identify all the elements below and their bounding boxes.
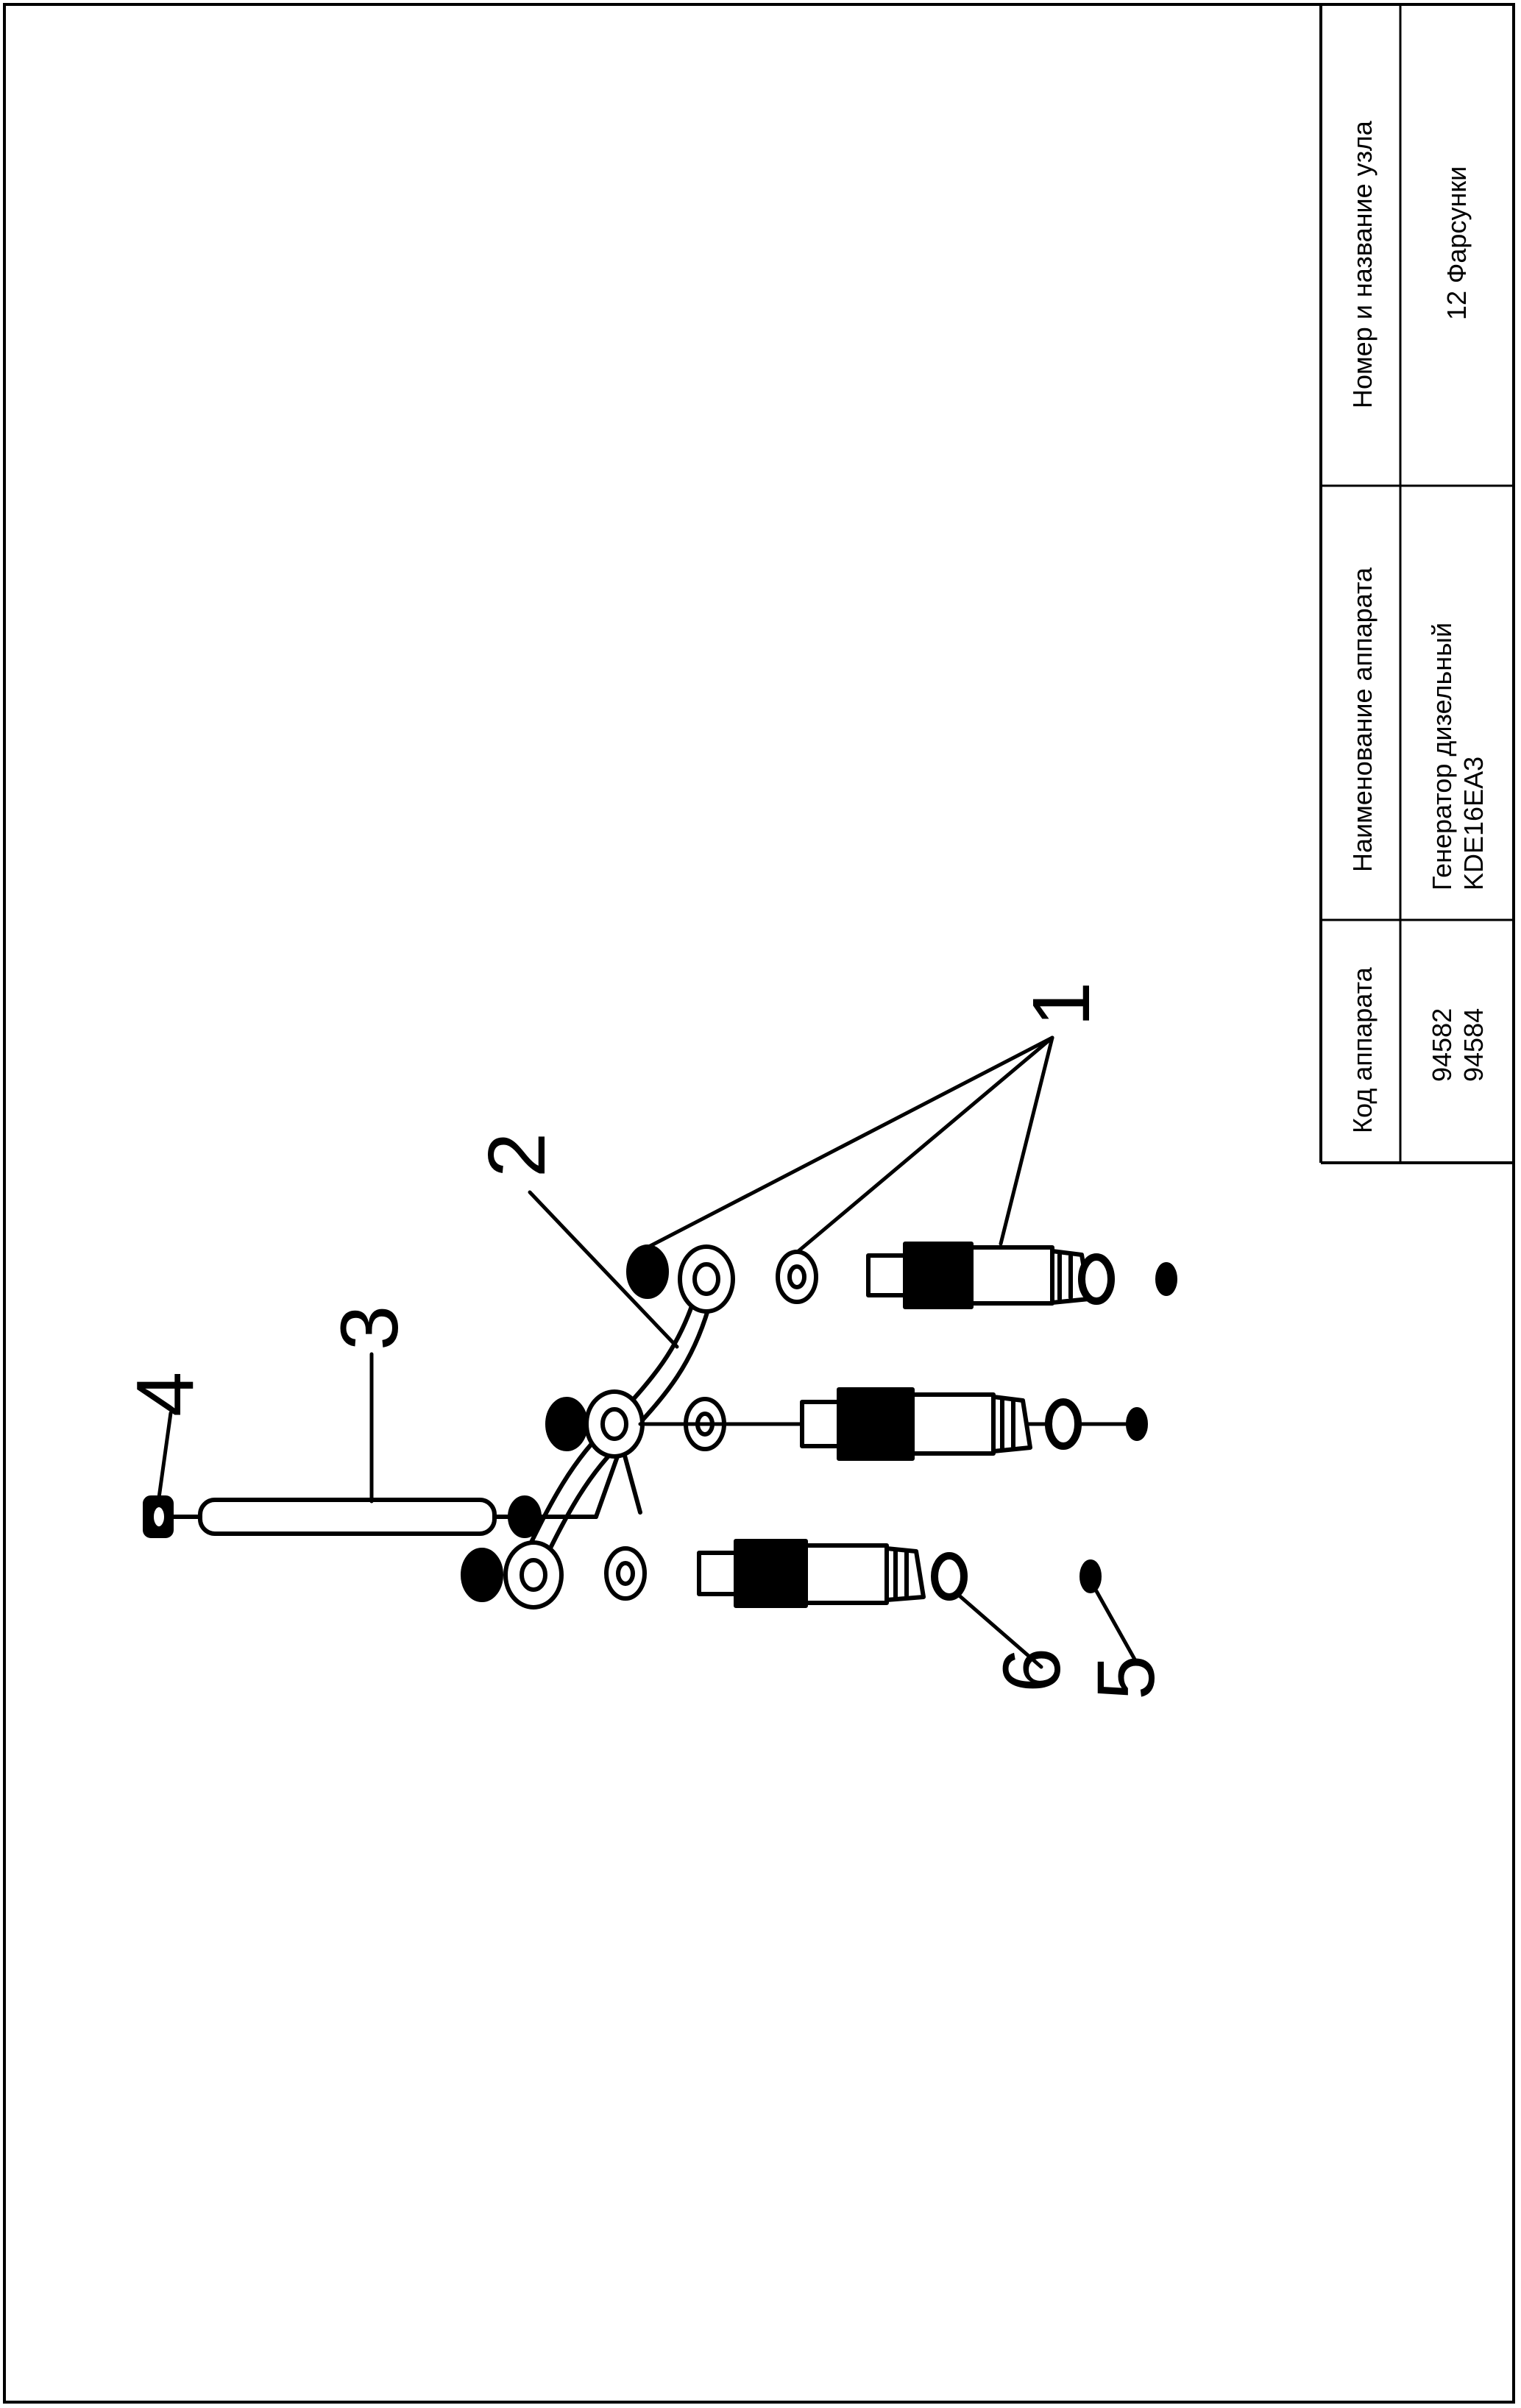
callout-3: 3 [325, 1306, 415, 1350]
banjo-washer-top [776, 1250, 818, 1304]
leader-lines [157, 1035, 1139, 1669]
copper-washer-middle [1045, 1398, 1082, 1450]
pipe-end-nut-part [143, 1495, 174, 1538]
copper-washer-top [1078, 1253, 1115, 1305]
seal-top [1155, 1262, 1177, 1296]
callout-6: 6 [987, 1648, 1077, 1693]
callout-5: 5 [1081, 1655, 1171, 1700]
callout-4: 4 [120, 1372, 210, 1417]
pipe-fitting-part [508, 1495, 542, 1538]
injector-middle [800, 1387, 1032, 1461]
copper-washer-bottom [931, 1552, 968, 1601]
banjo-bolt-middle [545, 1397, 588, 1451]
banjo-washer-bottom [604, 1546, 647, 1601]
seal-bottom [1079, 1559, 1102, 1593]
banjo-eye-top [678, 1244, 735, 1314]
banjo-bolt-bottom [461, 1548, 503, 1602]
injector-bottom [697, 1539, 926, 1608]
injector-top [866, 1242, 1091, 1309]
callout-1: 1 [1016, 982, 1107, 1027]
fuel-pipe-part [171, 1411, 635, 1536]
banjo-eye-bottom [503, 1540, 564, 1610]
banjo-bolt-top [626, 1244, 669, 1299]
banjo-eye-middle [584, 1389, 645, 1459]
callout-2: 2 [472, 1133, 562, 1178]
page-frame [3, 3, 1515, 2404]
seal-middle [1126, 1407, 1148, 1441]
